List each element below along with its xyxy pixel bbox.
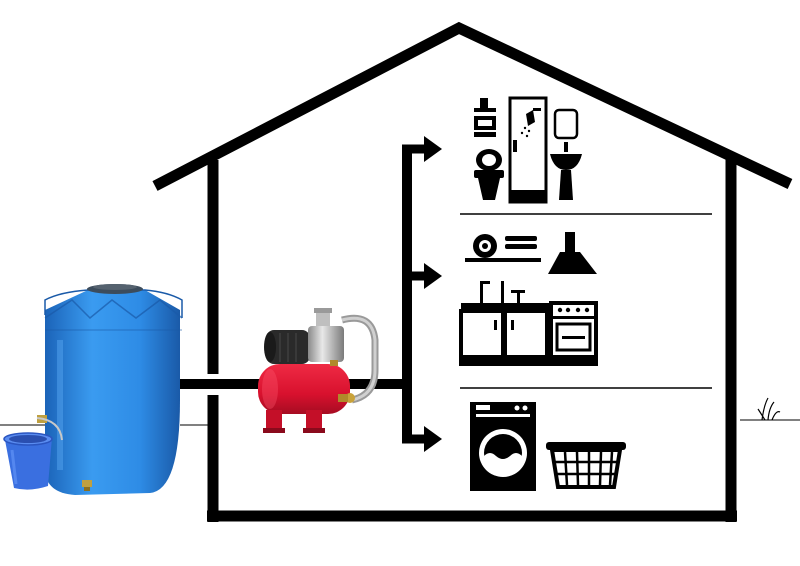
branch-arrow-kitchen bbox=[402, 263, 442, 289]
laundry-basket-icon bbox=[546, 442, 626, 489]
water-tank-icon bbox=[37, 284, 183, 495]
mirror-icon bbox=[553, 108, 579, 140]
ground-line bbox=[0, 419, 800, 426]
stove-icon bbox=[549, 301, 598, 366]
branch-arrow-laundry bbox=[402, 426, 442, 452]
dish-rack-icon bbox=[465, 234, 541, 262]
range-hood-icon bbox=[548, 232, 597, 274]
pressure-pump-icon bbox=[258, 308, 379, 433]
grass-icon bbox=[757, 397, 781, 421]
sink-icon bbox=[550, 142, 582, 200]
faucet-icon bbox=[474, 98, 496, 137]
washing-machine-icon bbox=[470, 402, 536, 491]
shower-icon bbox=[508, 96, 548, 204]
toilet-icon bbox=[474, 149, 504, 200]
branch-arrow-bathroom bbox=[402, 136, 442, 162]
kitchen-cabinet-icon bbox=[459, 281, 549, 366]
bucket-icon bbox=[3, 417, 63, 490]
house-outline-icon bbox=[152, 21, 793, 522]
